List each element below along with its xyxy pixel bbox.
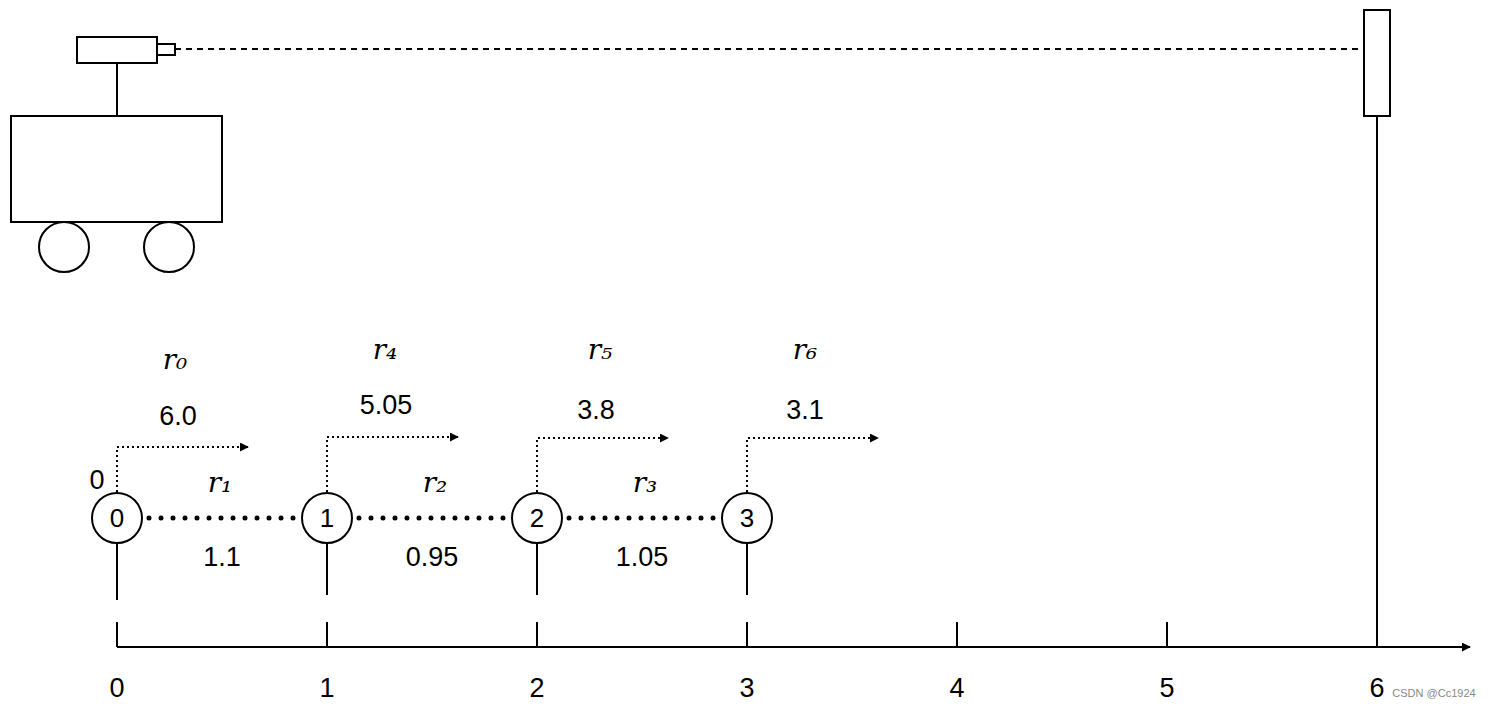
- node-number: 2: [530, 505, 544, 531]
- measurement-value: 0.95: [406, 544, 459, 571]
- measurement-symbol: r₂: [423, 469, 448, 497]
- measurement-value: 3.8: [577, 397, 615, 424]
- pose-node: 0: [91, 492, 143, 544]
- tick: [116, 622, 118, 647]
- stem: [536, 544, 538, 595]
- axis: [117, 622, 1470, 647]
- axis-label: 6: [1369, 675, 1384, 702]
- node-number: 3: [740, 505, 754, 531]
- axis-label: 3: [739, 675, 754, 702]
- wall-post: [1376, 116, 1378, 647]
- robot: [11, 37, 222, 272]
- measurement-symbol: r₄: [373, 336, 398, 364]
- wheel: [39, 222, 89, 272]
- axis-line: [117, 646, 1470, 648]
- mast: [116, 63, 118, 116]
- tick: [1166, 622, 1168, 647]
- measurement-value: 6.0: [159, 403, 197, 430]
- lidar: [77, 37, 157, 63]
- measurement-value: 0: [89, 467, 104, 494]
- tick: [536, 622, 538, 647]
- measurement-symbol: r₆: [793, 336, 818, 364]
- axis-label: 2: [529, 675, 544, 702]
- measurement-symbol: r₃: [633, 469, 658, 497]
- stem: [326, 544, 328, 595]
- measurement-symbol: r₅: [588, 336, 613, 364]
- tick: [956, 622, 958, 647]
- measurement-value: 5.05: [360, 392, 413, 419]
- odometry-link: [149, 516, 295, 521]
- lidar-lens: [157, 44, 175, 55]
- measure-arrow: [747, 438, 878, 492]
- measurement-value: 3.1: [786, 397, 824, 424]
- pose-node: 3: [721, 492, 773, 544]
- tick: [746, 622, 748, 647]
- odometry-link: [359, 516, 505, 521]
- measurement-value: 1.1: [203, 544, 241, 571]
- axis-label: 4: [949, 675, 964, 702]
- axis-label: 0: [109, 675, 124, 702]
- pose-stems: [117, 544, 747, 600]
- pose-node: 2: [511, 492, 563, 544]
- odometry-link: [569, 516, 715, 521]
- pose-node: 1: [301, 492, 353, 544]
- robot-body: [11, 116, 222, 222]
- axis-label: 5: [1159, 675, 1174, 702]
- axis-label: 1: [319, 675, 334, 702]
- measurement-value: 1.05: [616, 544, 669, 571]
- watermark: CSDN @Cc1924: [1392, 688, 1475, 699]
- stem: [746, 544, 748, 595]
- measurement-symbol: r₁: [208, 469, 233, 497]
- stem: [116, 544, 118, 600]
- tick: [1376, 622, 1378, 647]
- wall-target: [1364, 10, 1390, 116]
- wheel: [144, 222, 194, 272]
- tick: [326, 622, 328, 647]
- node-number: 1: [320, 505, 334, 531]
- laser-beam: [175, 48, 1364, 50]
- measurement-symbol: r₀: [163, 346, 188, 374]
- node-number: 0: [110, 505, 124, 531]
